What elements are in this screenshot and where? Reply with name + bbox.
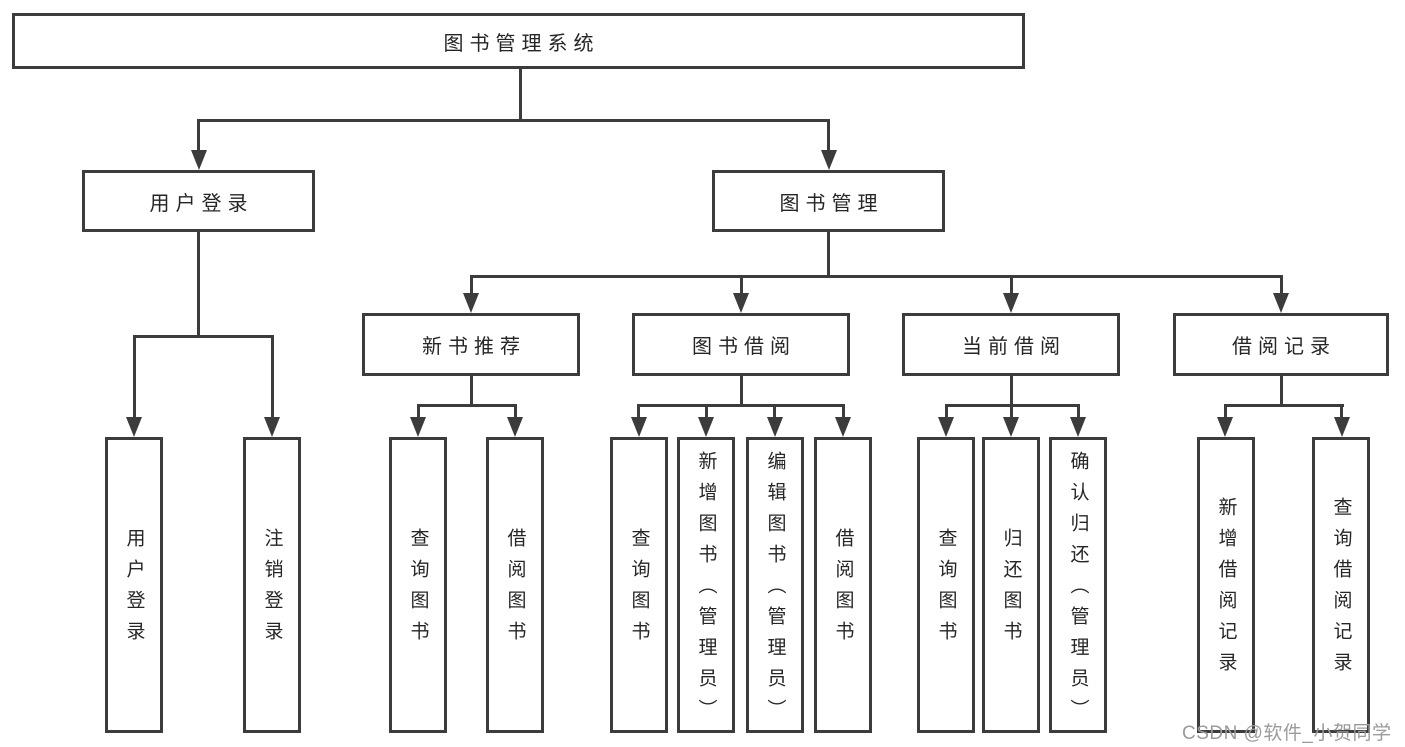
node-label: 用户登录 bbox=[123, 528, 145, 652]
connector-user-login-hbar bbox=[132, 334, 274, 338]
connector-user-login-stem bbox=[197, 232, 200, 336]
node-label: 查询借阅记录 bbox=[1330, 497, 1352, 683]
node-label: 借阅图书 bbox=[832, 528, 854, 652]
node-label: 归还图书 bbox=[1000, 528, 1022, 652]
node-query-books-recommend: 查询图书 bbox=[389, 437, 447, 733]
node-add-borrow-record: 新增借阅记录 bbox=[1197, 437, 1255, 733]
arrow-down-icon bbox=[410, 417, 426, 437]
connector-drop bbox=[132, 336, 136, 419]
csdn-watermark: CSDN @软件_小贺同学 bbox=[1182, 723, 1392, 744]
node-logout: 注销登录 bbox=[243, 437, 301, 733]
node-borrow-records: 借阅记录 bbox=[1173, 313, 1389, 376]
node-label: 查询图书 bbox=[628, 528, 650, 652]
connector-drop bbox=[841, 405, 845, 419]
connector-drop bbox=[513, 405, 517, 419]
arrow-down-icon bbox=[630, 417, 647, 437]
connector-hbar bbox=[1223, 403, 1344, 407]
arrow-down-icon bbox=[698, 417, 714, 437]
connector-drop bbox=[1340, 405, 1343, 419]
connector-drop bbox=[637, 405, 640, 419]
node-book-borrow: 图书借阅 bbox=[632, 313, 850, 376]
arrow-down-icon bbox=[264, 417, 280, 437]
node-book-management: 图书管理 bbox=[712, 170, 945, 232]
node-label: 借阅记录 bbox=[1232, 336, 1336, 358]
node-label: 新书推荐 bbox=[422, 336, 526, 358]
connector-book-management-stem bbox=[827, 232, 830, 276]
connector-drop bbox=[1076, 405, 1080, 419]
connector-stem bbox=[1009, 376, 1013, 406]
node-new-book-recommend: 新书推荐 bbox=[362, 313, 580, 376]
node-label: 查询图书 bbox=[935, 528, 957, 652]
arrow-down-icon bbox=[1333, 417, 1350, 437]
arrow-down-icon bbox=[190, 150, 207, 170]
node-edit-book-admin: 编辑图书（管理员） bbox=[746, 437, 804, 733]
connector-drop bbox=[1279, 276, 1283, 295]
arrow-down-icon bbox=[1003, 417, 1019, 437]
arrow-down-icon bbox=[938, 417, 954, 437]
connector-hbar bbox=[416, 403, 517, 407]
node-label: 图书管理系统 bbox=[443, 32, 600, 55]
node-query-books-borrow: 查询图书 bbox=[610, 437, 668, 733]
connector-hbar bbox=[637, 403, 845, 407]
connector-drop-user-login bbox=[197, 120, 200, 152]
node-user-login: 用户登录 bbox=[82, 170, 315, 232]
node-borrow-books-borrow: 借阅图书 bbox=[814, 437, 872, 733]
node-user-login-leaf: 用户登录 bbox=[105, 437, 163, 733]
node-label: 图书管理 bbox=[779, 192, 884, 215]
arrow-down-icon bbox=[1217, 417, 1233, 437]
connector-drop bbox=[944, 405, 948, 419]
arrow-down-icon bbox=[1070, 417, 1086, 437]
connector-root-hbar bbox=[197, 118, 830, 122]
connector-stem bbox=[1279, 376, 1283, 406]
node-label: 确认归还（管理员） bbox=[1067, 450, 1089, 730]
connector-drop bbox=[469, 276, 473, 295]
connector-drop bbox=[739, 276, 743, 295]
node-add-book-admin: 新增图书（管理员） bbox=[677, 437, 735, 733]
connector-stem bbox=[739, 376, 743, 406]
connector-drop bbox=[773, 405, 776, 419]
connector-drop-book-management bbox=[827, 120, 830, 152]
arrow-down-icon bbox=[126, 417, 142, 437]
connector-drop bbox=[416, 405, 420, 419]
connector-drop bbox=[270, 336, 274, 419]
arrow-down-icon bbox=[835, 417, 851, 437]
node-label: 新增图书（管理员） bbox=[695, 450, 717, 730]
connector-drop bbox=[1223, 405, 1227, 419]
node-label: 借阅图书 bbox=[504, 528, 526, 652]
connector-root-stem bbox=[518, 69, 522, 121]
connector-drop bbox=[704, 405, 708, 419]
node-label: 新增借阅记录 bbox=[1215, 497, 1237, 683]
node-current-borrow: 当前借阅 bbox=[902, 313, 1120, 376]
arrow-down-icon bbox=[766, 417, 783, 437]
node-label: 用户登录 bbox=[149, 192, 254, 215]
arrow-down-icon bbox=[463, 293, 479, 313]
node-return-book: 归还图书 bbox=[982, 437, 1040, 733]
arrow-down-icon bbox=[1273, 293, 1289, 313]
connector-drop bbox=[1009, 276, 1013, 295]
node-label: 注销登录 bbox=[261, 528, 283, 652]
connector-stem bbox=[469, 376, 473, 406]
node-query-books-current: 查询图书 bbox=[917, 437, 975, 733]
node-confirm-return-admin: 确认归还（管理员） bbox=[1049, 437, 1107, 733]
node-borrow-books-recommend: 借阅图书 bbox=[486, 437, 544, 733]
arrow-down-icon bbox=[507, 417, 523, 437]
arrow-down-icon bbox=[733, 293, 749, 313]
node-query-borrow-record: 查询借阅记录 bbox=[1312, 437, 1370, 733]
node-library-management-system: 图书管理系统 bbox=[12, 13, 1025, 69]
node-label: 当前借阅 bbox=[962, 336, 1066, 358]
arrow-down-icon bbox=[1003, 293, 1019, 313]
node-label: 编辑图书（管理员） bbox=[764, 450, 786, 730]
connector-book-management-hbar bbox=[469, 274, 1283, 278]
arrow-down-icon bbox=[820, 150, 837, 170]
node-label: 图书借阅 bbox=[692, 336, 796, 358]
node-label: 查询图书 bbox=[407, 528, 429, 652]
connector-drop bbox=[1009, 405, 1013, 419]
